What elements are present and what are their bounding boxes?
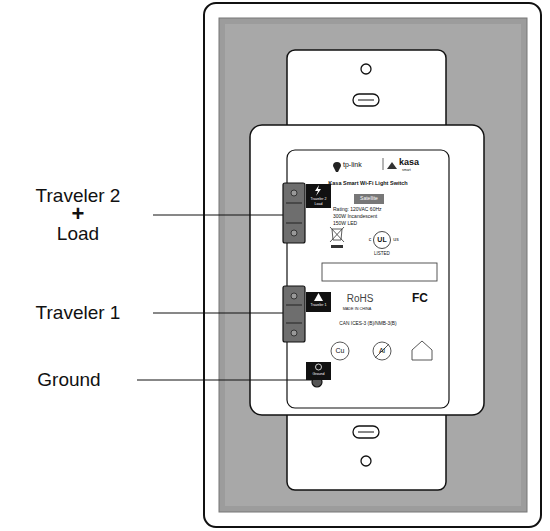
- mounting-slot: [353, 94, 379, 106]
- terminal-block: [283, 286, 305, 342]
- terminal-screw: [291, 230, 297, 236]
- wall-opening: [219, 18, 527, 512]
- ul-text: LISTED: [374, 252, 390, 257]
- ul-text: UL: [377, 236, 386, 243]
- origin-text: MADE IN CHINA: [343, 307, 372, 311]
- rohs-mark: RoHS: [347, 294, 374, 305]
- switch-back-housing: [287, 150, 449, 408]
- rating-text: Rating: 120VAC 60Hz: [333, 207, 382, 212]
- terminal-tag: [306, 184, 331, 208]
- kasa-logo: [387, 162, 397, 169]
- logo-divider: [383, 158, 384, 170]
- tag-text: Ground: [313, 373, 325, 377]
- lightning-icon: [315, 185, 321, 196]
- leader-line: [137, 380, 312, 381]
- rating-text: 300W Incandescent: [333, 214, 377, 219]
- fcc-mark: FC: [412, 292, 428, 305]
- callout-plus: +: [72, 202, 85, 225]
- tp-link-logo: [333, 162, 341, 172]
- brand-subtext: smart: [402, 169, 411, 173]
- ul-text: c: [369, 237, 372, 242]
- material-text: Al: [379, 347, 385, 354]
- terminal-slot: [286, 203, 302, 204]
- callout-label: Traveler 1: [36, 303, 121, 323]
- tag-text: Traveler 1: [310, 304, 326, 308]
- leader-line: [153, 313, 283, 314]
- cu-mark: [331, 342, 349, 360]
- mounting-slot: [353, 426, 379, 438]
- indoor-use-icon: [412, 341, 432, 360]
- model-badge: Satellite: [360, 196, 378, 201]
- tag-text: Traveler 2: [310, 198, 326, 202]
- terminal-slot: [286, 323, 302, 324]
- satellite-badge: [354, 194, 384, 204]
- product-name: Kasa Smart Wi-Fi Light Switch: [328, 181, 407, 187]
- material-text: Cu: [336, 347, 345, 354]
- ground-icon: [316, 364, 322, 370]
- rating-text: 150W LED: [333, 221, 357, 226]
- switch-body: [250, 125, 484, 415]
- terminal-screw: [291, 190, 297, 196]
- wall-plate: [204, 3, 541, 527]
- callout-label: Load: [57, 224, 99, 244]
- al-slash: [375, 344, 389, 358]
- ul-mark: [374, 232, 391, 249]
- terminal-block: [283, 183, 305, 243]
- slot-line: [358, 432, 374, 433]
- weee-cross: [330, 227, 344, 242]
- screw-hole: [361, 64, 371, 74]
- weee-bar: [331, 245, 343, 248]
- al-mark: [373, 342, 391, 360]
- brand-text: tp-link: [343, 161, 362, 168]
- terminal-slot: [286, 305, 302, 306]
- leader-line: [153, 215, 283, 216]
- terminal-screw: [291, 330, 297, 336]
- weee-cross: [330, 227, 344, 242]
- terminal-tag: [306, 362, 331, 380]
- callout-label: Ground: [37, 370, 100, 390]
- ul-text: us: [393, 237, 398, 242]
- slot-line: [358, 100, 374, 101]
- wall-inner: [225, 24, 521, 506]
- screw-hole: [361, 456, 371, 466]
- blank-label-field: [322, 263, 437, 281]
- tag-text: Load: [315, 203, 323, 207]
- brand-text: kasa: [399, 158, 419, 167]
- terminal-slot: [286, 223, 302, 224]
- warning-icon: [314, 293, 323, 301]
- compliance-text: CAN ICES-3 (B)/NMB-3(B): [339, 321, 396, 326]
- terminal-tag: [306, 292, 331, 312]
- terminal-screw: [291, 293, 297, 299]
